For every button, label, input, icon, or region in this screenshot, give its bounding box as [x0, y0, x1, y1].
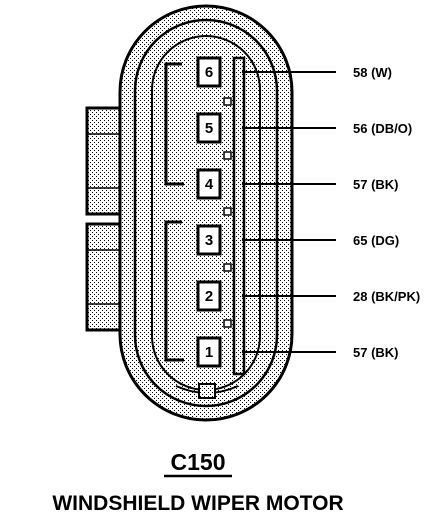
- pin-4: 4 57 (BK): [196, 168, 399, 200]
- component-title: WINDSHIELD WIPER MOTOR: [52, 492, 343, 515]
- pin-1: 1 57 (BK): [196, 336, 399, 368]
- connector-id: C150: [171, 449, 226, 475]
- internal-guides: [164, 56, 246, 399]
- pin-cavity: [196, 224, 222, 256]
- wire-label: 58 (W): [353, 65, 392, 80]
- wire-label: 28 (BK/PK): [353, 289, 420, 304]
- pin-number: 5: [205, 120, 213, 137]
- wire-label: 56 (DB/O): [353, 121, 412, 136]
- pin-6: 6 58 (W): [196, 56, 392, 88]
- wire-label: 65 (DG): [353, 233, 399, 248]
- wire-label: 57 (BK): [353, 345, 399, 360]
- pin-5: 5 56 (DB/O): [196, 112, 412, 144]
- pin-2: 2 28 (BK/PK): [196, 280, 420, 312]
- pin-cavity: [196, 280, 222, 312]
- pins-layer: 6 58 (W) 5 56 (DB/O) 4 57 (BK) 3 65 (DG) 2 28 (BK…: [196, 56, 420, 368]
- pin-3: 3 65 (DG): [196, 224, 399, 256]
- pin-cavity: [196, 56, 222, 88]
- pin-number: 2: [205, 288, 213, 305]
- pin-number: 1: [205, 344, 213, 361]
- pin-number: 3: [205, 232, 213, 249]
- wire-label: 57 (BK): [353, 177, 399, 192]
- pin-number: 4: [205, 176, 214, 193]
- pin-number: 6: [205, 64, 213, 81]
- pin-cavity: [196, 336, 222, 368]
- pin-cavity: [196, 168, 222, 200]
- pin-cavity: [196, 112, 222, 144]
